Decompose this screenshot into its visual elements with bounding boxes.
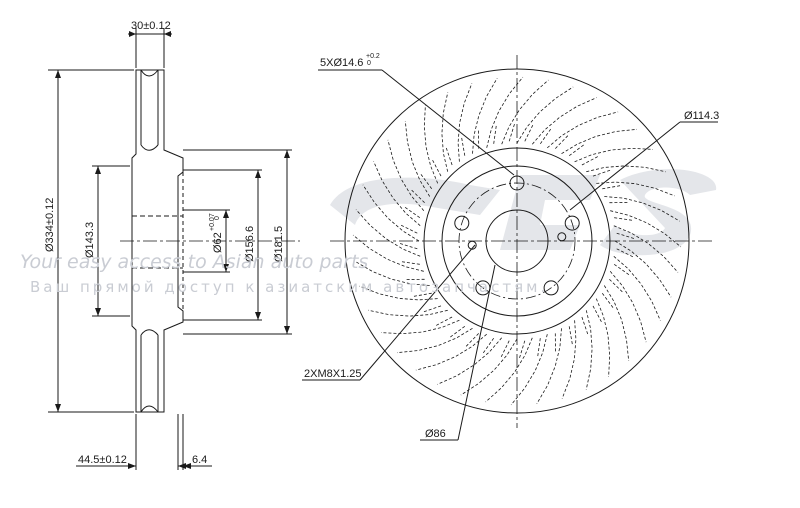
vane-slot [602,186,621,189]
hub-thickness-label: 6.4 [192,454,207,466]
vane-slot [582,317,588,335]
cooling-vane [532,98,596,145]
cooling-vane [473,78,498,154]
cooling-vane [368,310,447,316]
vane-slot [593,170,611,176]
vane-slot [525,124,534,141]
outer-diameter-label: Ø334±0.12 [44,198,56,252]
cooling-vane [614,256,661,320]
cooling-vane [547,112,618,148]
cooling-vane [381,320,459,333]
vane-slot [494,125,497,144]
vane-slot [446,147,452,165]
vane-slot [569,144,584,155]
diameter-86-label: Ø86 [425,428,446,440]
vane-slot [540,128,551,144]
watermark-logo [330,169,716,255]
vane-slot [538,338,541,357]
cooling-vane [442,92,448,171]
cooling-vane [604,286,628,362]
cooling-vane [397,328,473,352]
vane-slot [569,326,572,345]
cooling-vane [537,328,562,404]
vane-slot [614,218,633,221]
pcd-label: Ø114.3 [684,110,719,122]
cooling-vane [586,310,592,389]
cooling-vane [517,87,573,143]
vane-slot [602,293,613,308]
vane-slot [462,137,465,156]
vane-slot [614,264,630,275]
cooling-vane [562,129,638,153]
watermark-line-1: Your easy access to Asian auto parts [20,251,368,273]
cooling-vane [424,105,437,183]
cooling-vane [486,338,533,402]
cooling-vane [458,83,472,161]
vane-slot [609,279,623,292]
bolt-holes-label: 5XØ14.6 [320,57,363,69]
height-label: 44.5±0.12 [78,454,127,466]
cooling-vane [596,299,609,377]
thread-label: 2XM8X1.25 [304,368,361,380]
cooling-vane [502,80,549,144]
vane-slot [501,341,510,358]
vane-slot [483,338,494,354]
vane-slot [401,262,420,265]
cooling-vane [437,338,501,385]
vane-slot [449,326,464,337]
bolt-holes-tolerance: +0.2 [366,53,380,60]
center-bore-label: Ø62 [212,232,224,253]
center-bore-tolerance: +0.07 [209,213,216,231]
thickness-label: 30±0.12 [131,20,171,32]
watermark-line-2: Ваш прямой доступ к азиатским автозапчас… [30,278,548,296]
vane-slot [423,306,441,312]
vane-slot [400,225,417,234]
center-bore-tolerance-lower: 0 [214,216,221,220]
vane-slot [404,207,420,218]
cooling-vane [575,148,653,161]
cooling-vane [562,320,576,398]
vane-slot [465,333,478,347]
cooling-vane [356,210,420,257]
bolt-holes-tolerance-lower: 0 [367,60,371,67]
vane-slot [555,135,568,149]
cooling-vane [610,271,646,342]
